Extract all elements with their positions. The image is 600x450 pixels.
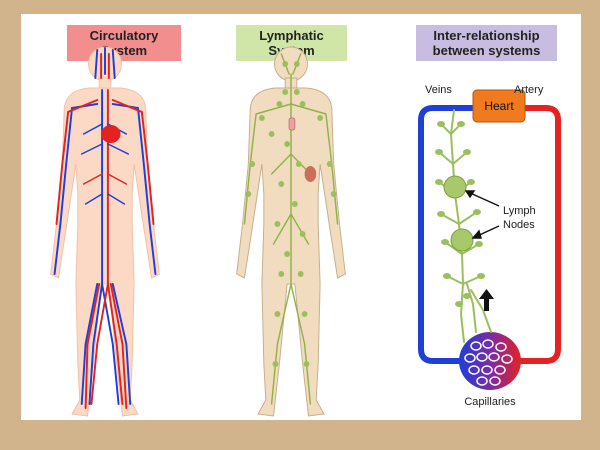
heart-label: Heart — [484, 99, 514, 113]
spleen-icon — [304, 166, 317, 182]
inter-title-line2: between systems — [432, 43, 541, 58]
circulatory-title-line1: Circulatory — [89, 28, 159, 43]
capillaries-label: Capillaries — [464, 396, 516, 408]
artery-label: Artery — [514, 84, 544, 96]
lymph-node-lower-icon — [450, 228, 474, 252]
heart-circulatory-icon — [101, 125, 121, 143]
flow-up-arrow-icon — [479, 289, 494, 311]
heart-box: Heart — [472, 89, 526, 123]
lymph-nodes-label-line1: Lymph — [503, 205, 536, 217]
circulatory-body-figure — [50, 46, 160, 417]
lymph-node-upper-icon — [443, 175, 467, 199]
inter-title-line1: Inter-relationship — [433, 28, 540, 43]
inter-relationship-diagram: Heart Veins Artery Lymph Nodes Capillari… — [418, 84, 561, 408]
lymphatic-title-line1: Lymphatic — [259, 28, 324, 43]
artery-loop-path — [514, 105, 561, 364]
veins-label: Veins — [425, 84, 452, 96]
diagram-svg: Heart Veins Artery Lymph Nodes Capillari… — [50, 46, 561, 417]
capillary-bed — [459, 332, 521, 390]
vein-loop-path — [418, 105, 485, 364]
lymphatic-body-figure — [236, 46, 346, 417]
lymph-nodes-label-line2: Nodes — [503, 219, 535, 231]
thymus-icon — [288, 117, 296, 131]
